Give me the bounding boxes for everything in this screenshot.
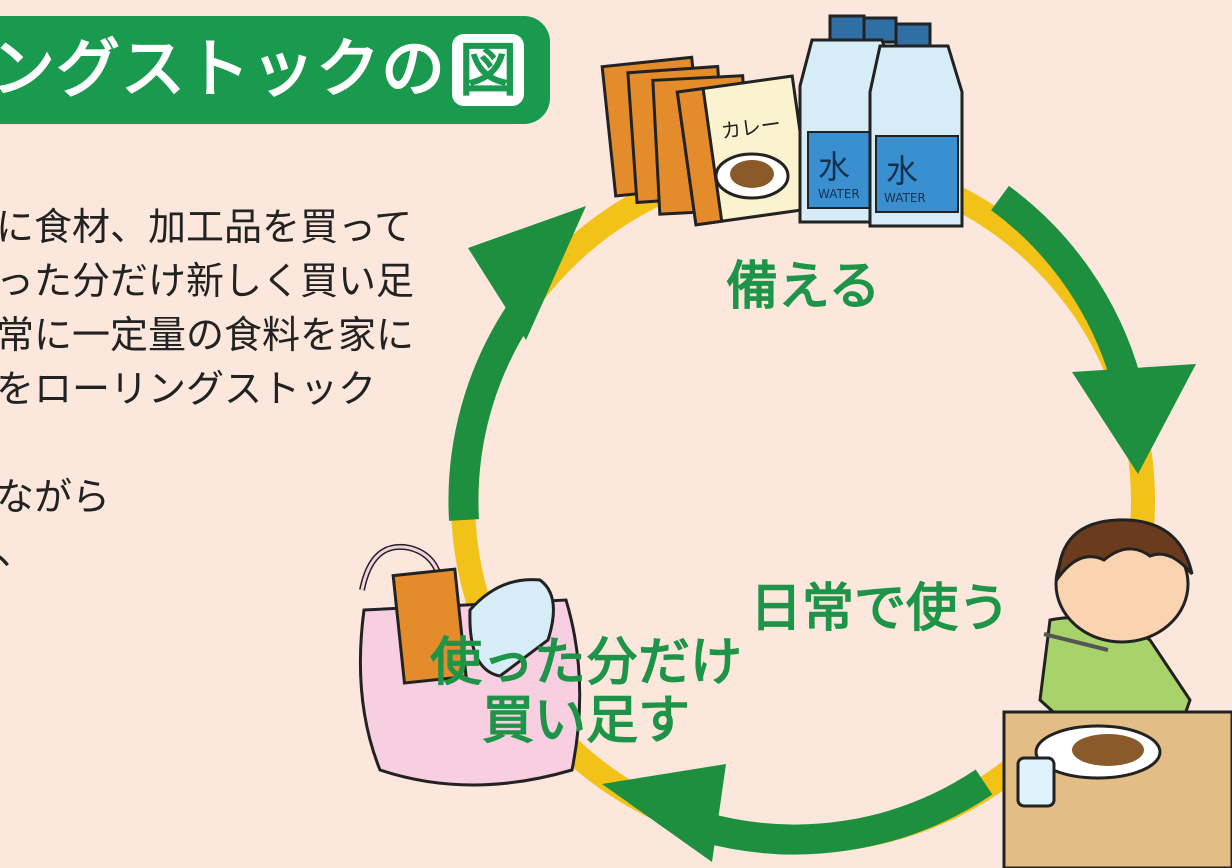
curry-box-stack — [600, 55, 813, 227]
description-line: に食材、加工品を買って — [0, 205, 413, 249]
description-line: ながら — [0, 475, 111, 519]
description-text: に食材、加工品を買って った分だけ新しく買い足 常に一定量の食料を家に をローリ… — [0, 200, 466, 578]
description-line: 、 — [0, 524, 466, 578]
boy-hair — [1056, 518, 1194, 583]
description-line: 常に一定量の食料を家に — [0, 313, 415, 357]
bag-curry-box — [391, 567, 468, 685]
water-bottle-sub-1: WATER — [818, 187, 860, 201]
curry-rice — [1072, 734, 1144, 766]
boy-eating-illustration — [1002, 518, 1232, 868]
stage-label-daily-use: 日常で使う — [750, 579, 1011, 639]
stocked-food-illustration: カレー 水 WATER 水 WATER — [600, 14, 964, 228]
stage-label-buy-back: 使った分だけ 買い足す — [430, 633, 743, 752]
title-banner: ングストックの 図 — [0, 16, 550, 124]
spoon — [1043, 632, 1109, 652]
arrow-buy-to-prepare — [448, 301, 535, 521]
title-figure-badge: 図 — [452, 34, 524, 106]
water-bottle-sub-2: WATER — [884, 191, 926, 205]
water-bottles — [798, 14, 964, 228]
shopping-bag-illustration — [358, 543, 582, 787]
page-title: ングストックの — [0, 33, 446, 107]
bag-water-bottle — [468, 578, 555, 678]
stage-label-buy-back-line-2: 買い足す — [482, 691, 691, 752]
water-bottle-label-1: 水 — [818, 148, 850, 186]
water-glass — [1016, 756, 1056, 808]
water-bottle-label-2: 水 — [886, 152, 918, 190]
description-line: った分だけ新しく買い足 — [0, 259, 415, 303]
arrowhead-prepare-to-use — [1072, 364, 1196, 474]
arrowhead-use-to-buy — [602, 764, 726, 862]
stage-label-buy-back-line-1: 使った分だけ — [430, 633, 743, 693]
description-line: をローリングストック — [0, 367, 377, 411]
arrow-use-to-buy — [695, 769, 993, 855]
arrow-prepare-to-use — [991, 185, 1141, 385]
arrowhead-buy-to-prepare — [468, 206, 586, 340]
stage-label-prepare: 備える — [726, 257, 881, 317]
